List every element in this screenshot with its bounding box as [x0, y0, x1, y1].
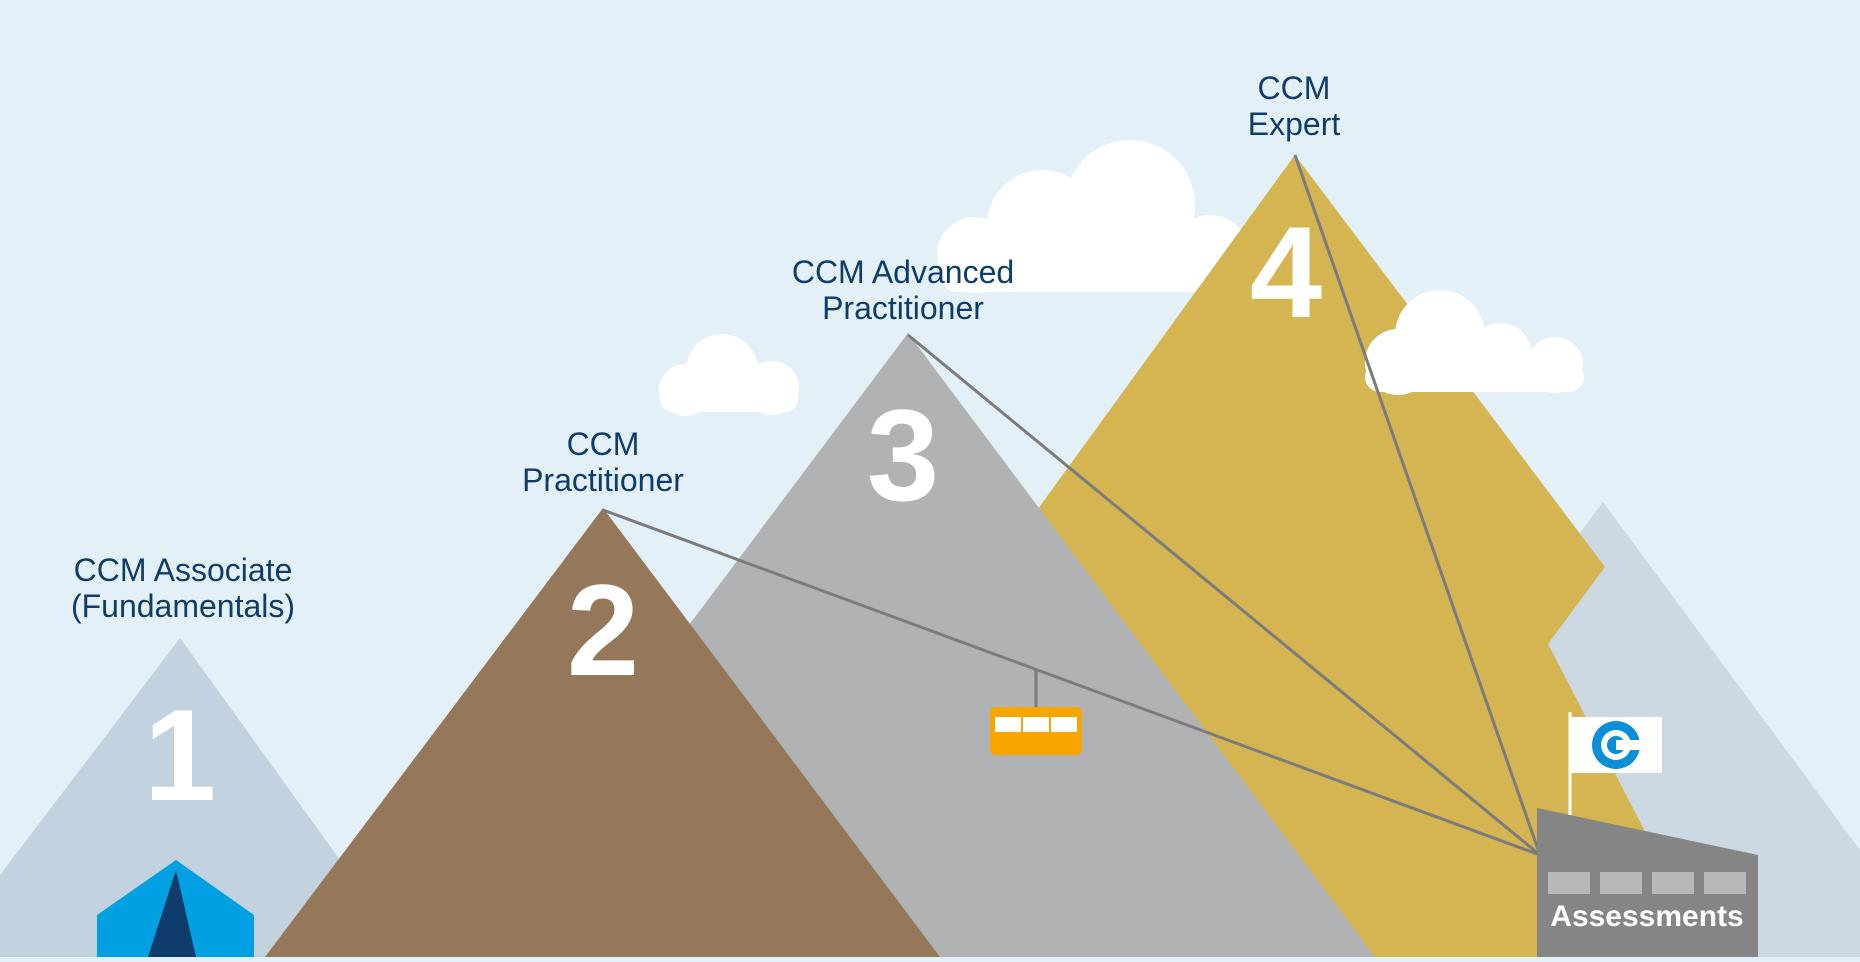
level-4-title-line2: Expert [1247, 106, 1341, 142]
level-4-title-line1: CCM [1257, 70, 1331, 106]
level-1-title-line2: (Fundamentals) [70, 588, 296, 624]
level-2-title: CCM Practitioner [522, 426, 684, 498]
level-2-title-line1: CCM [566, 426, 640, 462]
assessments-label: Assessments [1550, 900, 1744, 933]
level-4-number: 4 [1249, 199, 1323, 345]
cable-lines [602, 154, 1542, 857]
level-2-number: 2 [566, 557, 640, 703]
level-2-title-line2: Practitioner [522, 462, 684, 498]
level-3-number: 3 [866, 382, 940, 528]
cloud-small [659, 334, 799, 416]
peak-1-associate [0, 638, 410, 957]
level-3-title-line2: Practitioner [822, 290, 984, 326]
level-1-title-line1: CCM Associate [73, 552, 293, 588]
level-1-number: 1 [143, 682, 217, 828]
cable-car-gondola-icon [990, 707, 1082, 755]
company-logo-flag-icon [1568, 712, 1662, 815]
level-1-title: CCM Associate (Fundamentals) [71, 552, 295, 624]
base-camp-tent-icon [97, 860, 254, 957]
level-3-title-line1: CCM Advanced [791, 254, 1015, 290]
cloud-right [1365, 290, 1584, 395]
level-4-title: CCM Expert [1248, 70, 1340, 142]
assessment-building [1537, 808, 1758, 957]
peak-2-practitioner [265, 508, 940, 957]
cloud-large [937, 140, 1250, 295]
level-3-title: CCM Advanced Practitioner [792, 254, 1014, 326]
